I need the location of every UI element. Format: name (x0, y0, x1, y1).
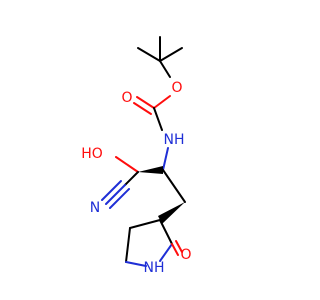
atom-lactam-oxygen: O (180, 247, 191, 263)
atom-hydroxyl: HO (81, 146, 103, 162)
bond-c-cn (124, 171, 139, 186)
bond-carbonyl-double-2 (133, 102, 152, 115)
bond-carbonyl-double-1 (136, 96, 155, 109)
bond-n-ca (162, 147, 169, 171)
molecule-structure: O O NH HO N O NH (81, 36, 192, 276)
wedge-bond-ch2-ring (158, 202, 185, 224)
bond-c-oh (115, 156, 139, 173)
bond-tbu-o (159, 60, 171, 78)
bond-lactam-double-2 (175, 240, 183, 253)
atom-carbonyl-oxygen: O (121, 90, 132, 106)
bond-triple-2 (101, 180, 122, 201)
atom-ester-oxygen: O (171, 80, 182, 96)
bond-ca-ch2 (162, 169, 186, 203)
bond-tbu-2 (159, 47, 183, 62)
bond-ring-4 (159, 243, 173, 262)
wedge-bond-ca-cb (138, 166, 163, 174)
bond-o-carbonyl-c (153, 95, 171, 109)
bond-ring-1 (129, 219, 161, 229)
bond-triple-3 (109, 188, 130, 209)
atom-nitrile-nitrogen: N (90, 200, 100, 216)
bond-triple-1 (105, 184, 126, 205)
bond-carbonyl-n (153, 107, 163, 131)
atom-lactam-nh: NH (144, 260, 165, 276)
bond-tbu-1 (137, 47, 161, 62)
bond-ring-5 (159, 219, 173, 245)
bond-ring-3 (125, 261, 147, 267)
bond-ring-2 (125, 227, 131, 263)
atom-amide-nh: NH (164, 132, 185, 148)
bond-lactam-double-1 (171, 243, 179, 256)
